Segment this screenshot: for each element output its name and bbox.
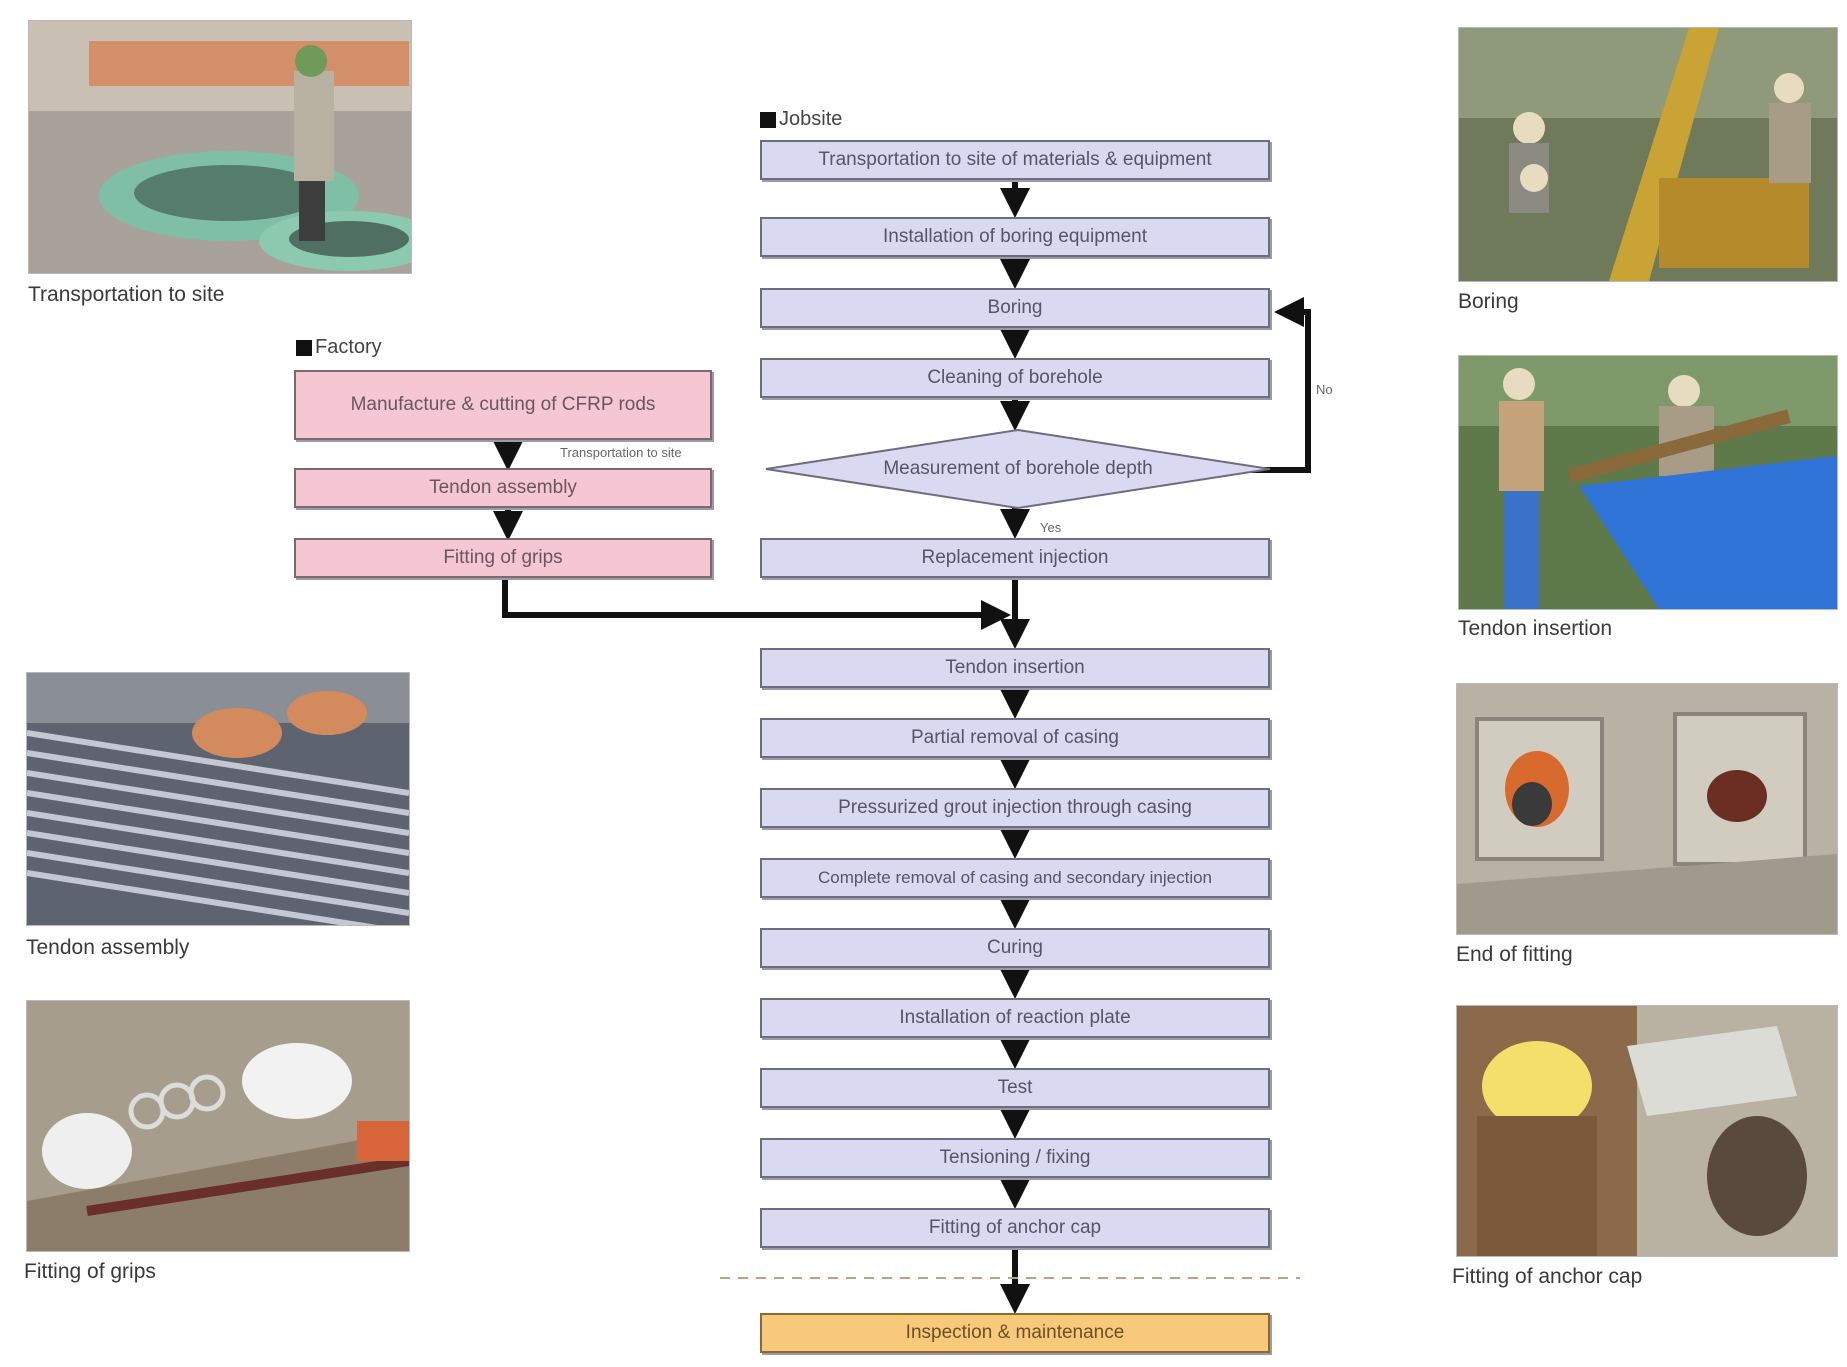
decision-diamond: [765, 428, 1271, 510]
job-step-pressurized-grout: Pressurized grout injection through casi…: [760, 788, 1270, 828]
photo-end-of-fitting: [1456, 683, 1838, 935]
factory-section-label: Factory: [296, 336, 382, 359]
photo-boring: [1458, 27, 1838, 282]
caption-fitting-of-grips: Fitting of grips: [24, 1260, 156, 1283]
photo-fitting-of-anchor-cap-image: [1457, 1006, 1837, 1256]
job-step-tendon-insertion: Tendon insertion: [760, 648, 1270, 688]
factory-step-manufacture: Manufacture & cutting of CFRP rods: [294, 370, 712, 440]
job-step-boring: Boring: [760, 288, 1270, 328]
photo-end-of-fitting-image: [1457, 684, 1837, 934]
job-step-partial-removal: Partial removal of casing: [760, 718, 1270, 758]
factory-step-tendon-assembly: Tendon assembly: [294, 468, 712, 508]
caption-fitting-of-anchor-cap: Fitting of anchor cap: [1452, 1265, 1643, 1288]
decision-label: Measurement of borehole depth: [883, 458, 1153, 479]
photo-fitting-of-anchor-cap: [1456, 1005, 1838, 1257]
photo-tendon-assembly: [26, 672, 410, 926]
jobsite-label-text: Jobsite: [779, 108, 843, 130]
job-step-installation-boring: Installation of boring equipment: [760, 217, 1270, 257]
job-step-complete-removal: Complete removal of casing and secondary…: [760, 858, 1270, 898]
job-step-tensioning: Tensioning / fixing: [760, 1138, 1270, 1178]
photo-fitting-of-grips-image: [27, 1001, 409, 1251]
job-step-inspection-maintenance: Inspection & maintenance: [760, 1313, 1270, 1353]
photo-fitting-of-grips: [26, 1000, 410, 1252]
factory-step-fitting-of-grips: Fitting of grips: [294, 538, 712, 578]
caption-transportation-to-site: Transportation to site: [28, 283, 225, 306]
square-bullet-icon: [296, 339, 312, 356]
job-step-test: Test: [760, 1068, 1270, 1108]
factory-transport-note: Transportation to site: [560, 445, 682, 460]
job-step-curing: Curing: [760, 928, 1270, 968]
decision-no-label: No: [1316, 382, 1333, 397]
photo-tendon-insertion: [1458, 355, 1838, 610]
job-step-transportation: Transportation to site of materials & eq…: [760, 140, 1270, 180]
caption-end-of-fitting: End of fitting: [1456, 943, 1573, 966]
photo-transportation-to-site: [28, 20, 412, 274]
job-step-cleaning: Cleaning of borehole: [760, 358, 1270, 398]
caption-tendon-assembly: Tendon assembly: [26, 936, 190, 959]
arrow-factory-to-jobsite: [502, 578, 1011, 630]
caption-tendon-insertion: Tendon insertion: [1458, 617, 1613, 640]
photo-boring-image: [1459, 28, 1837, 281]
photo-transportation-image: [29, 21, 411, 273]
square-bullet-icon: [760, 111, 776, 128]
caption-boring: Boring: [1458, 290, 1519, 313]
photo-tendon-insertion-image: [1459, 356, 1837, 609]
jobsite-section-label: Jobsite: [760, 108, 842, 131]
job-step-reaction-plate: Installation of reaction plate: [760, 998, 1270, 1038]
photo-tendon-assembly-image: [27, 673, 409, 925]
factory-label-text: Factory: [315, 336, 382, 358]
decision-yes-label: Yes: [1040, 520, 1062, 535]
job-step-anchor-cap: Fitting of anchor cap: [760, 1208, 1270, 1248]
job-step-replacement-injection: Replacement injection: [760, 538, 1270, 578]
